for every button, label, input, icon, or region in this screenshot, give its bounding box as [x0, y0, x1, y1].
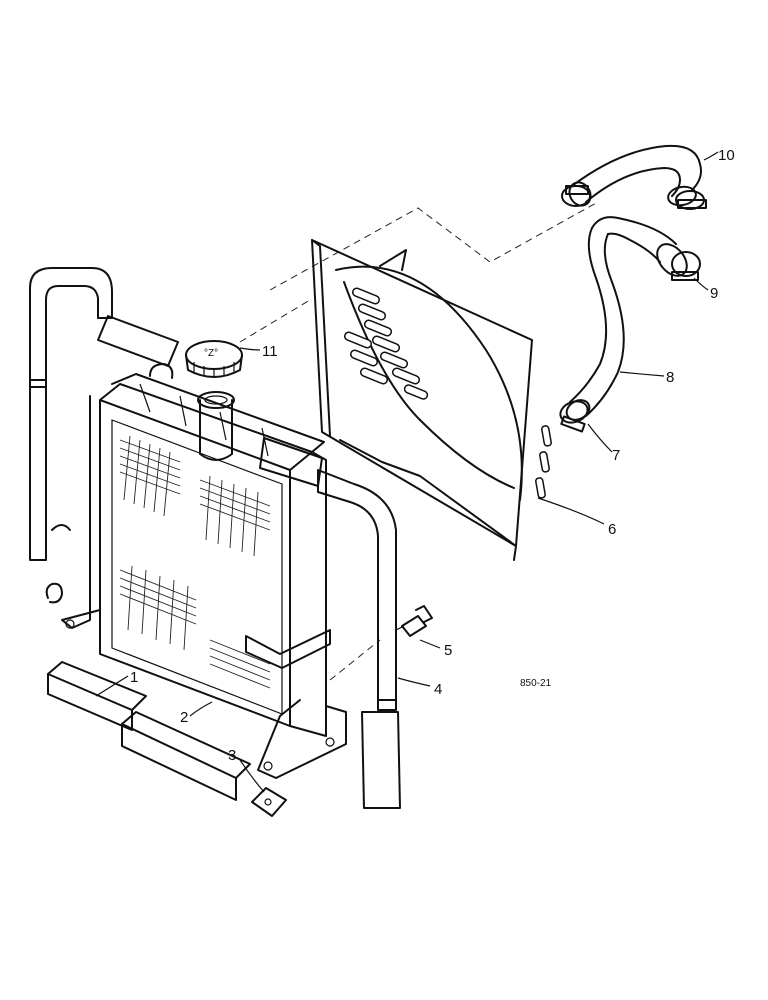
- radiator-core-hatching: [119, 435, 271, 689]
- drain-cock: [395, 605, 433, 637]
- fan-shroud: [311, 239, 552, 561]
- callout-3: 3: [228, 747, 236, 764]
- callout-7: 7: [612, 447, 620, 464]
- callout-11: 11: [262, 343, 278, 360]
- mounting-pad: [251, 787, 287, 817]
- seal-strip-bottom: [47, 661, 251, 801]
- seal-strip-right: [259, 437, 401, 809]
- callout-8: 8: [666, 369, 674, 386]
- callout-2: 2: [180, 709, 188, 726]
- leader-lines: [95, 151, 719, 793]
- figure-code: 850-21: [520, 678, 552, 689]
- radiator-assembly: [45, 363, 347, 779]
- callout-1: 1: [130, 669, 138, 686]
- assembly-guide-lines: [239, 201, 599, 681]
- callout-9: 9: [710, 285, 718, 302]
- radiator-cap: °Z°: [185, 340, 243, 378]
- callout-5: 5: [444, 642, 452, 659]
- shroud-slots: [343, 287, 552, 499]
- upper-hose: [568, 144, 702, 207]
- callout-labels: 1 2 3 4 5 6 7 8 9 10 11 850-21: [130, 147, 735, 764]
- svg-text:°Z°: °Z°: [204, 348, 218, 359]
- callout-6: 6: [608, 521, 616, 538]
- callout-4: 4: [434, 681, 442, 698]
- callout-10: 10: [718, 147, 735, 164]
- hose-clamps: [559, 185, 707, 433]
- lower-hose: [565, 216, 688, 421]
- seal-strip-left: [29, 267, 179, 561]
